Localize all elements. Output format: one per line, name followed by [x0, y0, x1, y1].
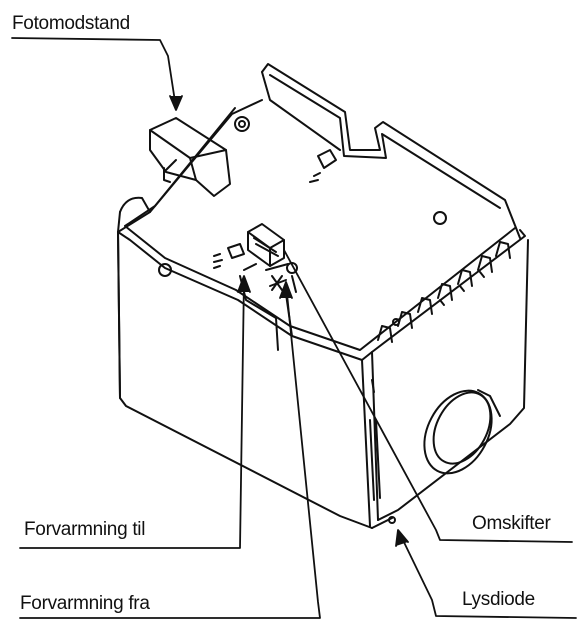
label-omskifter: Omskifter — [472, 513, 551, 534]
box-rim — [117, 99, 526, 361]
left-tab — [117, 196, 151, 233]
box-left-face — [117, 231, 373, 529]
board-components — [213, 149, 337, 269]
label-lysdiode: Lysdiode — [462, 589, 535, 610]
label-fotomodstand: Fotomodstand — [12, 13, 130, 34]
switch-block — [247, 223, 285, 267]
leader-omskifter — [283, 249, 573, 543]
photo-sensor-block — [149, 117, 231, 197]
side-disc — [423, 389, 501, 475]
box-back-wall — [261, 63, 521, 239]
corner-ribs — [369, 379, 396, 524]
label-forvarmning-fra: Forvarmning fra — [20, 593, 150, 614]
leader-lines — [11, 37, 577, 619]
leader-forvarmning-fra — [19, 283, 321, 619]
leader-forvarmning-til — [19, 277, 245, 549]
leader-lysdiode — [399, 533, 577, 619]
leader-fotomodstand — [11, 37, 177, 109]
comb-teeth — [377, 241, 511, 343]
label-forvarmning-til: Forvarmning til — [24, 519, 146, 540]
